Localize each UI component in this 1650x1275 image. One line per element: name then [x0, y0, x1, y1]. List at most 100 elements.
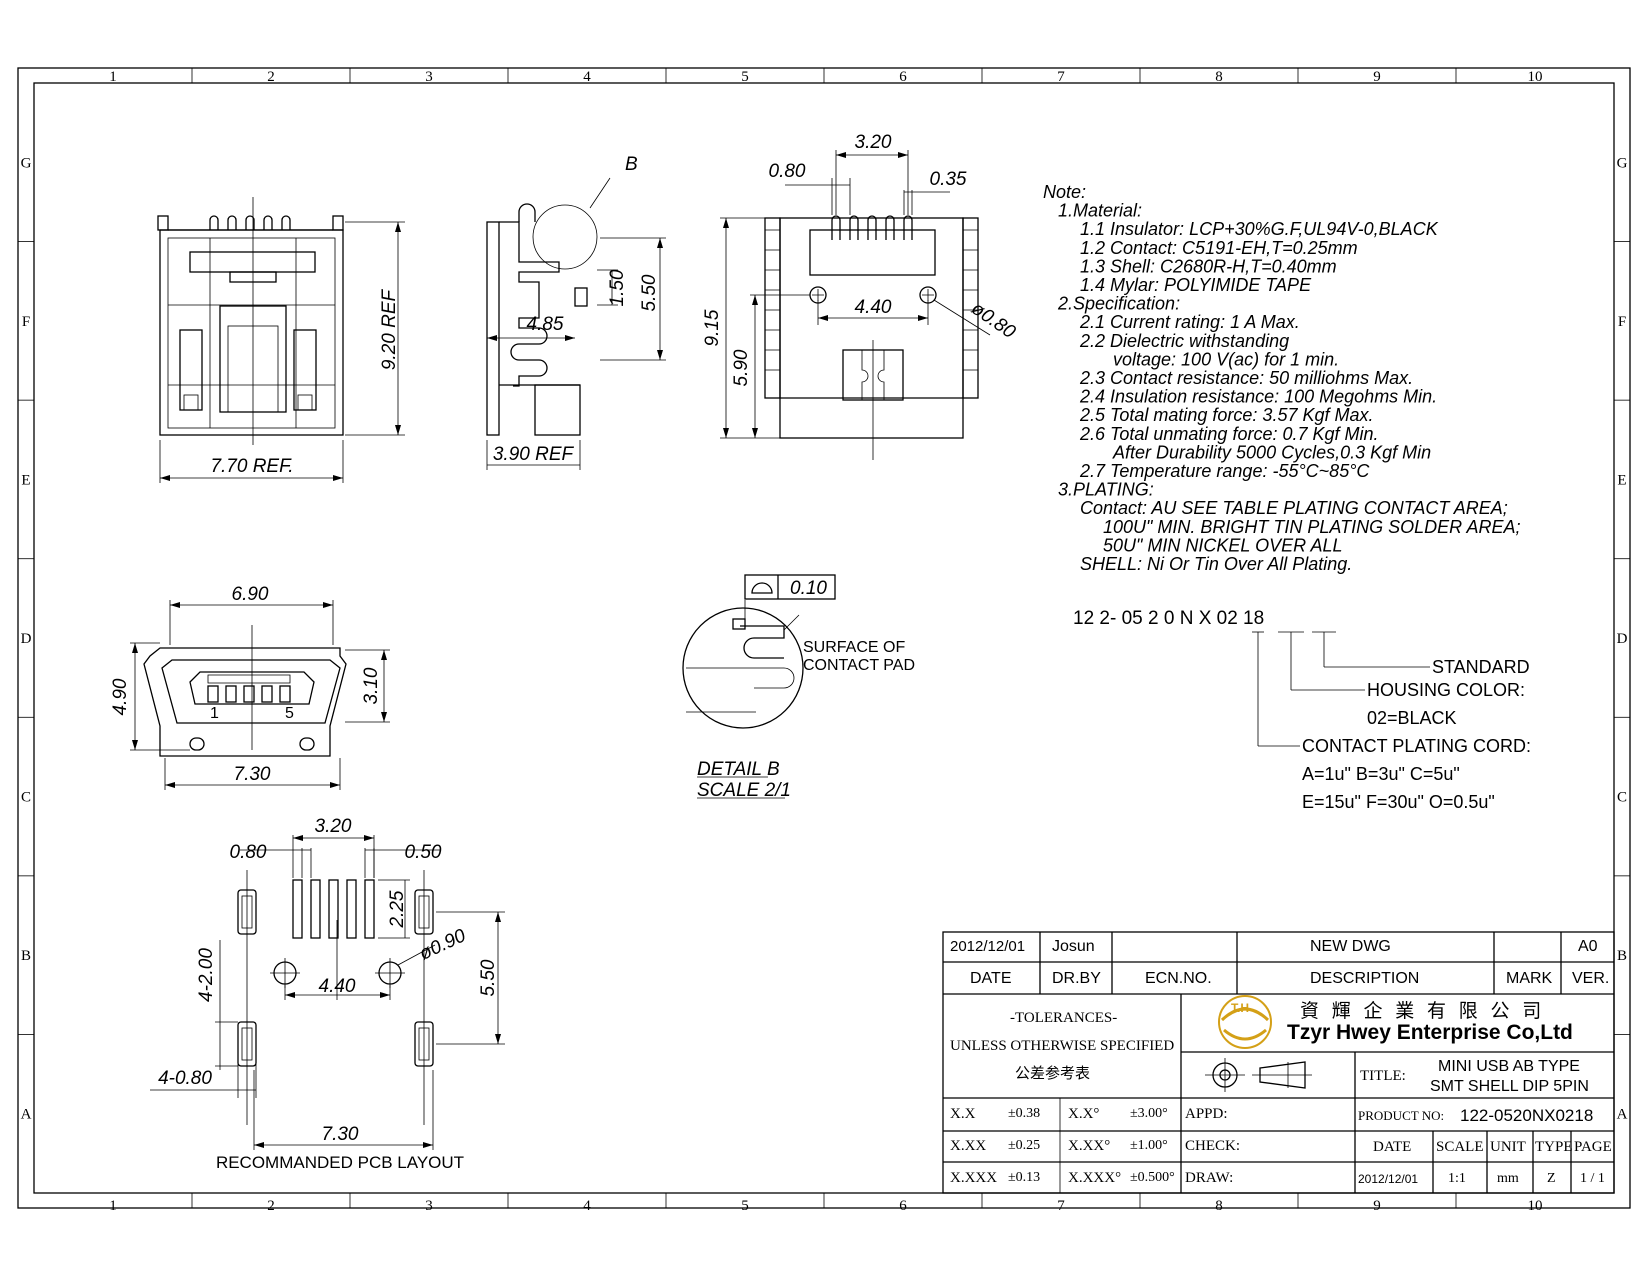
tol-row2-c: X.XX°: [1068, 1138, 1111, 1154]
grid-row-label: B: [21, 948, 31, 964]
grid-row-label: E: [21, 472, 30, 488]
dim-4-2-00: 4-2.00: [196, 948, 217, 1002]
note-line: After Durability 5000 Cycles,0.3 Kgf Min: [1112, 442, 1431, 462]
value-type: Z: [1547, 1171, 1556, 1186]
dim-4-0-80: 4-0.80: [158, 1068, 212, 1089]
footer-date: DATE: [1373, 1139, 1412, 1155]
dim-ref-width: 7.70 REF.: [210, 456, 293, 477]
note-line: 1.4 Mylar: POLYIMIDE TAPE: [1080, 275, 1312, 295]
title-line2: SMT SHELL DIP 5PIN: [1430, 1078, 1589, 1095]
grid-col-label: 5: [741, 1198, 749, 1214]
detail-b-caption: DETAIL B: [697, 759, 780, 780]
dim-4-85: 4.85: [527, 314, 564, 335]
dim-4-40-pcb: 4.40: [319, 976, 356, 997]
grid-col-label: 9: [1373, 1198, 1381, 1214]
grid-col-label: 7: [1057, 1198, 1065, 1214]
footer-type: TYPE: [1535, 1139, 1573, 1155]
dim-4-40-front: 4.40: [855, 297, 892, 318]
dim-0-80-front: 0.80: [769, 161, 806, 182]
header-description: DESCRIPTION: [1310, 970, 1420, 987]
grid-col-label: 6: [899, 69, 907, 85]
scale-caption: SCALE 2/1: [697, 780, 791, 801]
grid-row-label: F: [1618, 314, 1626, 330]
detail-b-callout: B: [625, 154, 638, 175]
grid-row-label: C: [1617, 790, 1627, 806]
note-line: 2.Specification:: [1057, 294, 1180, 314]
end-view: [130, 600, 390, 790]
part-code-block: [1252, 631, 1430, 747]
grid-col-label: 8: [1215, 1198, 1223, 1214]
tol-row1-c: X.X°: [1068, 1106, 1100, 1122]
footer-page: PAGE: [1574, 1139, 1612, 1155]
dim-4-90: 4.90: [110, 678, 131, 715]
grid-row-label: D: [1617, 631, 1628, 647]
header-ecn: ECN.NO.: [1145, 970, 1212, 987]
note-line: 2.5 Total mating force: 3.57 Kgf Max.: [1079, 405, 1374, 425]
grid-row-label: G: [1617, 155, 1628, 171]
tol-row3-d: ±0.500°: [1130, 1170, 1175, 1185]
dim-dia-0-80: ø0.80: [967, 298, 1019, 343]
pin-1-label: 1: [210, 705, 219, 722]
dim-5-90: 5.90: [731, 349, 752, 386]
header-ver: VER.: [1572, 970, 1610, 987]
rev-description: NEW DWG: [1310, 938, 1391, 955]
title-label: TITLE:: [1360, 1068, 1406, 1084]
grid-col-label: 2: [267, 69, 275, 85]
side-view: [486, 177, 666, 470]
dim-ref-height: 9.20 REF: [379, 288, 400, 370]
note-line: 2.3 Contact resistance: 50 milliohms Max…: [1079, 368, 1413, 388]
dim-2-25: 2.25: [387, 890, 408, 928]
dim-3-10: 3.10: [361, 667, 382, 704]
value-unit: mm: [1497, 1171, 1519, 1186]
dim-0-35-front: 0.35: [930, 169, 967, 190]
dim-0-80-pcb: 0.80: [230, 842, 267, 863]
rev-by: Josun: [1052, 938, 1095, 955]
header-date: DATE: [970, 970, 1012, 987]
front-view: [720, 150, 991, 460]
note-line: 2.4 Insulation resistance: 100 Megohms M…: [1079, 387, 1437, 407]
dim-3-90-ref: 3.90 REF: [493, 444, 575, 465]
header-drby: DR.BY: [1052, 970, 1101, 987]
dim-0-50-pcb: 0.50: [405, 842, 442, 863]
dim-5-50-pcb: 5.50: [478, 959, 499, 996]
dim-3-20-front: 3.20: [855, 132, 892, 153]
tol-row1-d: ±3.00°: [1130, 1106, 1168, 1121]
tol-row2-a: X.XX: [950, 1138, 987, 1154]
note-line: voltage: 100 V(ac) for 1 min.: [1113, 349, 1339, 369]
pin-5-label: 5: [285, 705, 294, 722]
note-line: 1.3 Shell: C2680R-H,T=0.40mm: [1080, 256, 1337, 276]
tolerance-0-10: 0.10: [790, 578, 827, 599]
grid-row-label: G: [21, 155, 32, 171]
code-plating-row2: E=15u" F=30u" O=0.5u": [1302, 792, 1495, 812]
grid-row-label: F: [22, 314, 30, 330]
company-name-cn: 資 輝 企 業 有 限 公 司: [1300, 1001, 1546, 1022]
code-plating-row1: A=1u" B=3u" C=5u": [1302, 764, 1460, 784]
note-line: 1.Material:: [1058, 201, 1142, 221]
footer-unit: UNIT: [1490, 1139, 1526, 1155]
grid-col-label: 10: [1528, 1198, 1543, 1214]
notes-block: Note:1.Material:1.1 Insulator: LCP+30%G.…: [1043, 182, 1520, 574]
company-name-en: Tzyr Hwey Enterprise Co,Ltd: [1287, 1021, 1573, 1044]
grid-row-label: B: [1617, 948, 1627, 964]
dim-3-20-pcb: 3.20: [315, 816, 352, 837]
title-block: [942, 931, 1615, 1194]
grid-col-label: 2: [267, 1198, 275, 1214]
note-line: 2.7 Temperature range: -55°C~85°C: [1079, 461, 1370, 481]
pcb-layout: [150, 835, 505, 1150]
tolerances-title: -TOLERANCES-: [1010, 1010, 1118, 1026]
detail-b: [682, 574, 836, 799]
tol-row3-a: X.XXX: [950, 1170, 998, 1186]
code-housing-color: HOUSING COLOR:: [1367, 680, 1525, 700]
header-mark: MARK: [1506, 970, 1553, 987]
note-line: 1.2 Contact: C5191-EH,T=0.25mm: [1080, 238, 1358, 258]
grid-col-label: 3: [425, 69, 433, 85]
note-line: 100U" MIN. BRIGHT TIN PLATING SOLDER ARE…: [1103, 517, 1520, 537]
grid-col-label: 4: [583, 69, 591, 85]
code-housing-value: 02=BLACK: [1367, 708, 1457, 728]
note-line: Contact: AU SEE TABLE PLATING CONTACT AR…: [1080, 498, 1508, 518]
grid-col-label: 3: [425, 1198, 433, 1214]
rev-version: A0: [1578, 938, 1598, 955]
dim-7-30-end: 7.30: [234, 764, 271, 785]
tol-row2-b: ±0.25: [1008, 1138, 1041, 1153]
